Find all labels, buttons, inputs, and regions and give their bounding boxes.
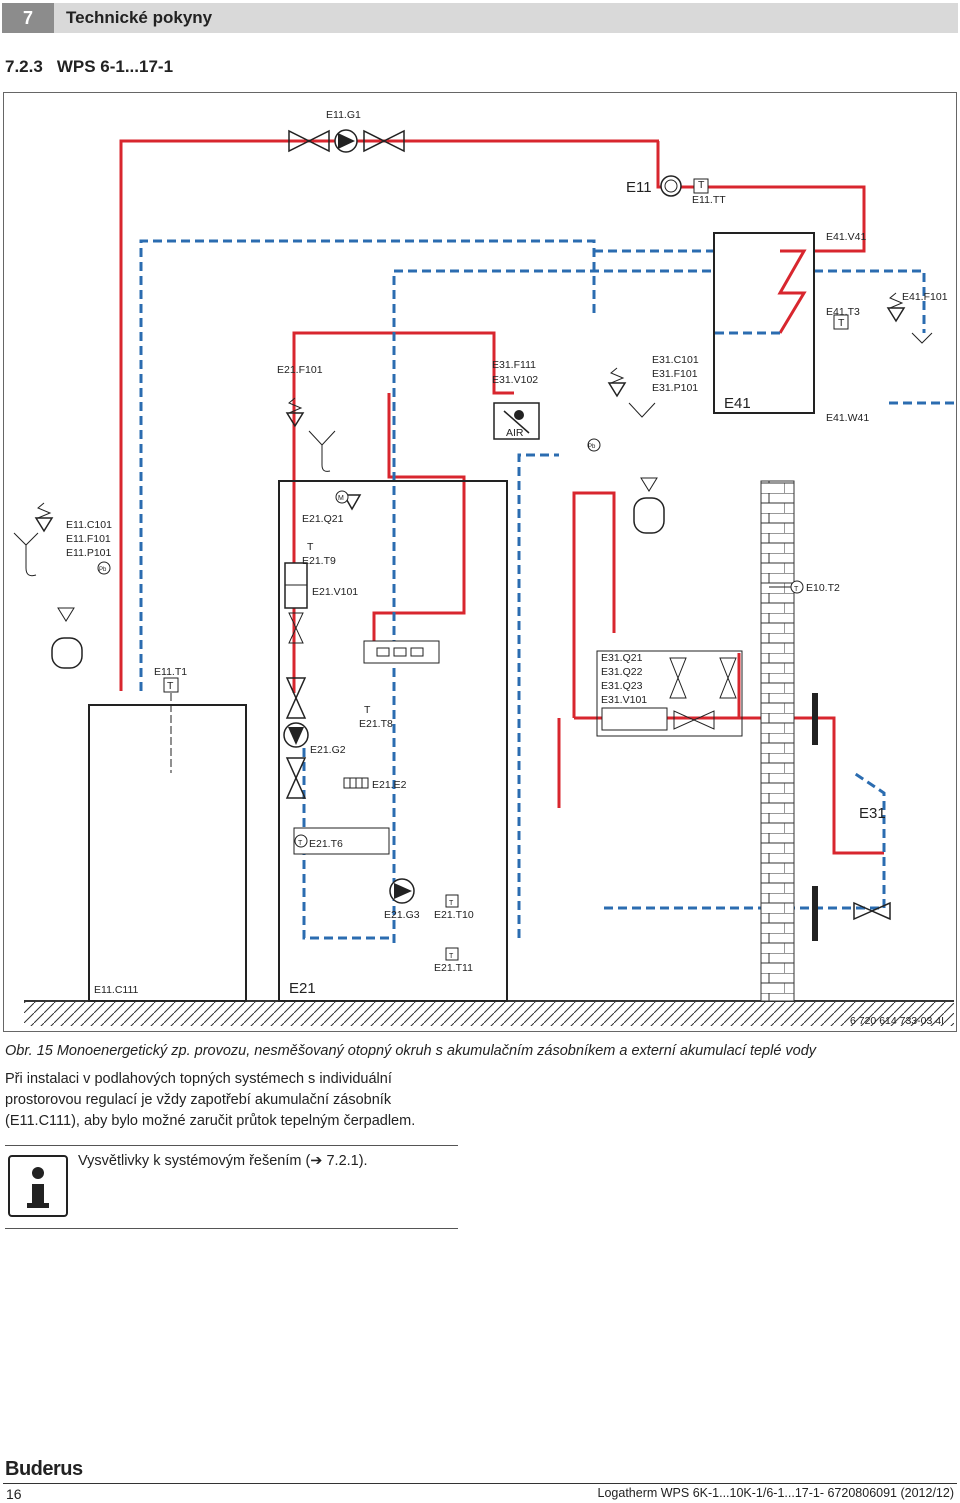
figure-reference: 6 720 614 733-03.4I [850,1015,944,1027]
label-e31-f111: E31.F111 [492,359,536,371]
label-e31: E31 [859,805,886,822]
label-t-e41: T [838,317,845,329]
safety-valve-e41-f101 [886,292,933,344]
label-e31-v101: E31.V101 [601,694,647,706]
label-e11-g1: E11.G1 [326,109,361,121]
label-e21-t11: E21.T11 [434,962,473,974]
safety-valve-e11-f101 [13,502,111,669]
label-e31-v102: E31.V102 [492,374,538,386]
label-e11-c111: E11.C111 [94,984,139,996]
hydraulic-diagram: E11.G1 E11 T E11.TT E41.V41 E41.T3 T E41… [13,109,954,1027]
label-e11-t1: E11.T1 [154,666,187,678]
footer-rule [3,1483,957,1484]
label-e21-e2: E21.E2 [372,779,407,791]
air-vent-e31-f111 [493,402,540,440]
label-t-e10: T [794,586,799,593]
label-e31-p101: E31.P101 [652,382,698,394]
pump-e11-g1 [288,129,405,153]
label-t-e11-t1: T [167,680,174,692]
label-e10-t2: E10.T2 [806,582,840,594]
document-reference: Logatherm WPS 6K-1...10K-1/6-1...17-1- 6… [597,1486,954,1500]
label-e11-f101: E11.F101 [66,533,111,545]
diagram-frame: E11.G1 E11 T E11.TT E41.V41 E41.T3 T E41… [3,92,957,1032]
section-heading: 7.2.3 WPS 6-1...17-1 [5,57,187,77]
label-e31-q21: E31.Q21 [601,652,643,664]
chapter-title: Technické pokyny [66,8,213,27]
info-icon [8,1155,68,1217]
pump-e21-g3 [389,878,459,961]
label-e21-f101: E21.F101 [277,364,323,376]
note-rule-bottom [5,1228,458,1229]
pump-e21-g2 [283,677,309,799]
label-e21-g3: E21.G3 [384,909,420,921]
buffer-tank-e11-c111 [88,677,247,1002]
body-paragraph: Při instalaci v podlahových topných syst… [5,1071,416,1129]
note-text: Vysvětlivky k systémovým řešením (➔ 7.2.… [78,1153,368,1169]
label-e21-t10: E21.T10 [434,909,474,921]
page-number: 16 [6,1486,22,1502]
label-t-e21-t9: T [307,541,314,553]
label-e21: E21 [289,980,316,997]
label-e21-g2: E21.G2 [310,744,346,756]
label-e21-q21: E21.Q21 [302,513,344,525]
section-number: 7.2.3 [5,57,43,76]
label-e11-c101: E11.C101 [66,519,112,531]
filter-e21-v101 [284,562,308,644]
label-e31-f101: E31.F101 [652,368,698,380]
section-title: WPS 6-1...17-1 [56,57,174,76]
label-t-e21-t8: T [364,704,371,716]
diagram-labels: E11.G1 E11 T E11.TT E41.V41 E41.T3 T E41… [66,109,948,1027]
label-e21-t6: E21.T6 [309,838,343,850]
heater-e21-e2 [343,777,369,789]
expansion-tank-e31 [633,477,665,534]
dhw-tank-e41 [713,232,849,414]
label-air: AIR [506,427,524,439]
label-t-e11: T [698,179,705,191]
label-pb-e31: Pb [588,444,596,450]
label-e41-t3: E41.T3 [826,306,860,318]
label-e21-t9: E21.T9 [302,555,336,567]
caption-label: Obr. 15 [5,1043,53,1059]
label-e11-tt: E11.TT [692,194,726,206]
note-rule-top [5,1145,458,1146]
label-e11: E11 [626,179,652,196]
label-e41-w41: E41.W41 [826,412,869,424]
brick-wall [760,480,818,1002]
valve-e31-outlet [853,901,891,921]
safety-valve-e21-f101 [285,397,336,472]
heat-pump-cabinet-e21 [278,480,508,1002]
label-pb-e11: Pb [99,567,107,573]
return-pipes [139,239,954,943]
caption-text: Monoenergetický zp. provozu, nesměšovaný… [56,1043,817,1059]
label-e31-c101: E31.C101 [652,354,699,366]
label-e31-q22: E31.Q22 [601,666,643,678]
ground-hatch [24,1000,954,1026]
brand-logo: Buderus [5,1458,83,1480]
header-bar [2,3,958,33]
label-e31-q23: E31.Q23 [601,680,643,692]
label-t-e21-t6: T [298,840,303,847]
sensor-e21-t6 [293,827,390,855]
three-way-valve-e21-q21 [335,490,362,511]
label-e11-p101: E11.P101 [66,547,112,559]
label-e21-t8: E21.T8 [359,718,393,730]
safety-valve-e31-f101 [587,367,656,452]
sensor-e11-tt [660,175,709,197]
label-t-e21-t11: T [449,953,454,960]
label-t-e21-t10: T [449,900,454,907]
label-m: M [338,495,344,502]
label-e41-f101: E41.F101 [902,291,948,303]
label-e41-v41: E41.V41 [826,231,866,243]
label-e21-v101: E21.V101 [312,586,358,598]
label-e41: E41 [724,395,751,412]
chapter-number: 7 [2,3,54,33]
mixing-group-e31 [596,650,743,737]
